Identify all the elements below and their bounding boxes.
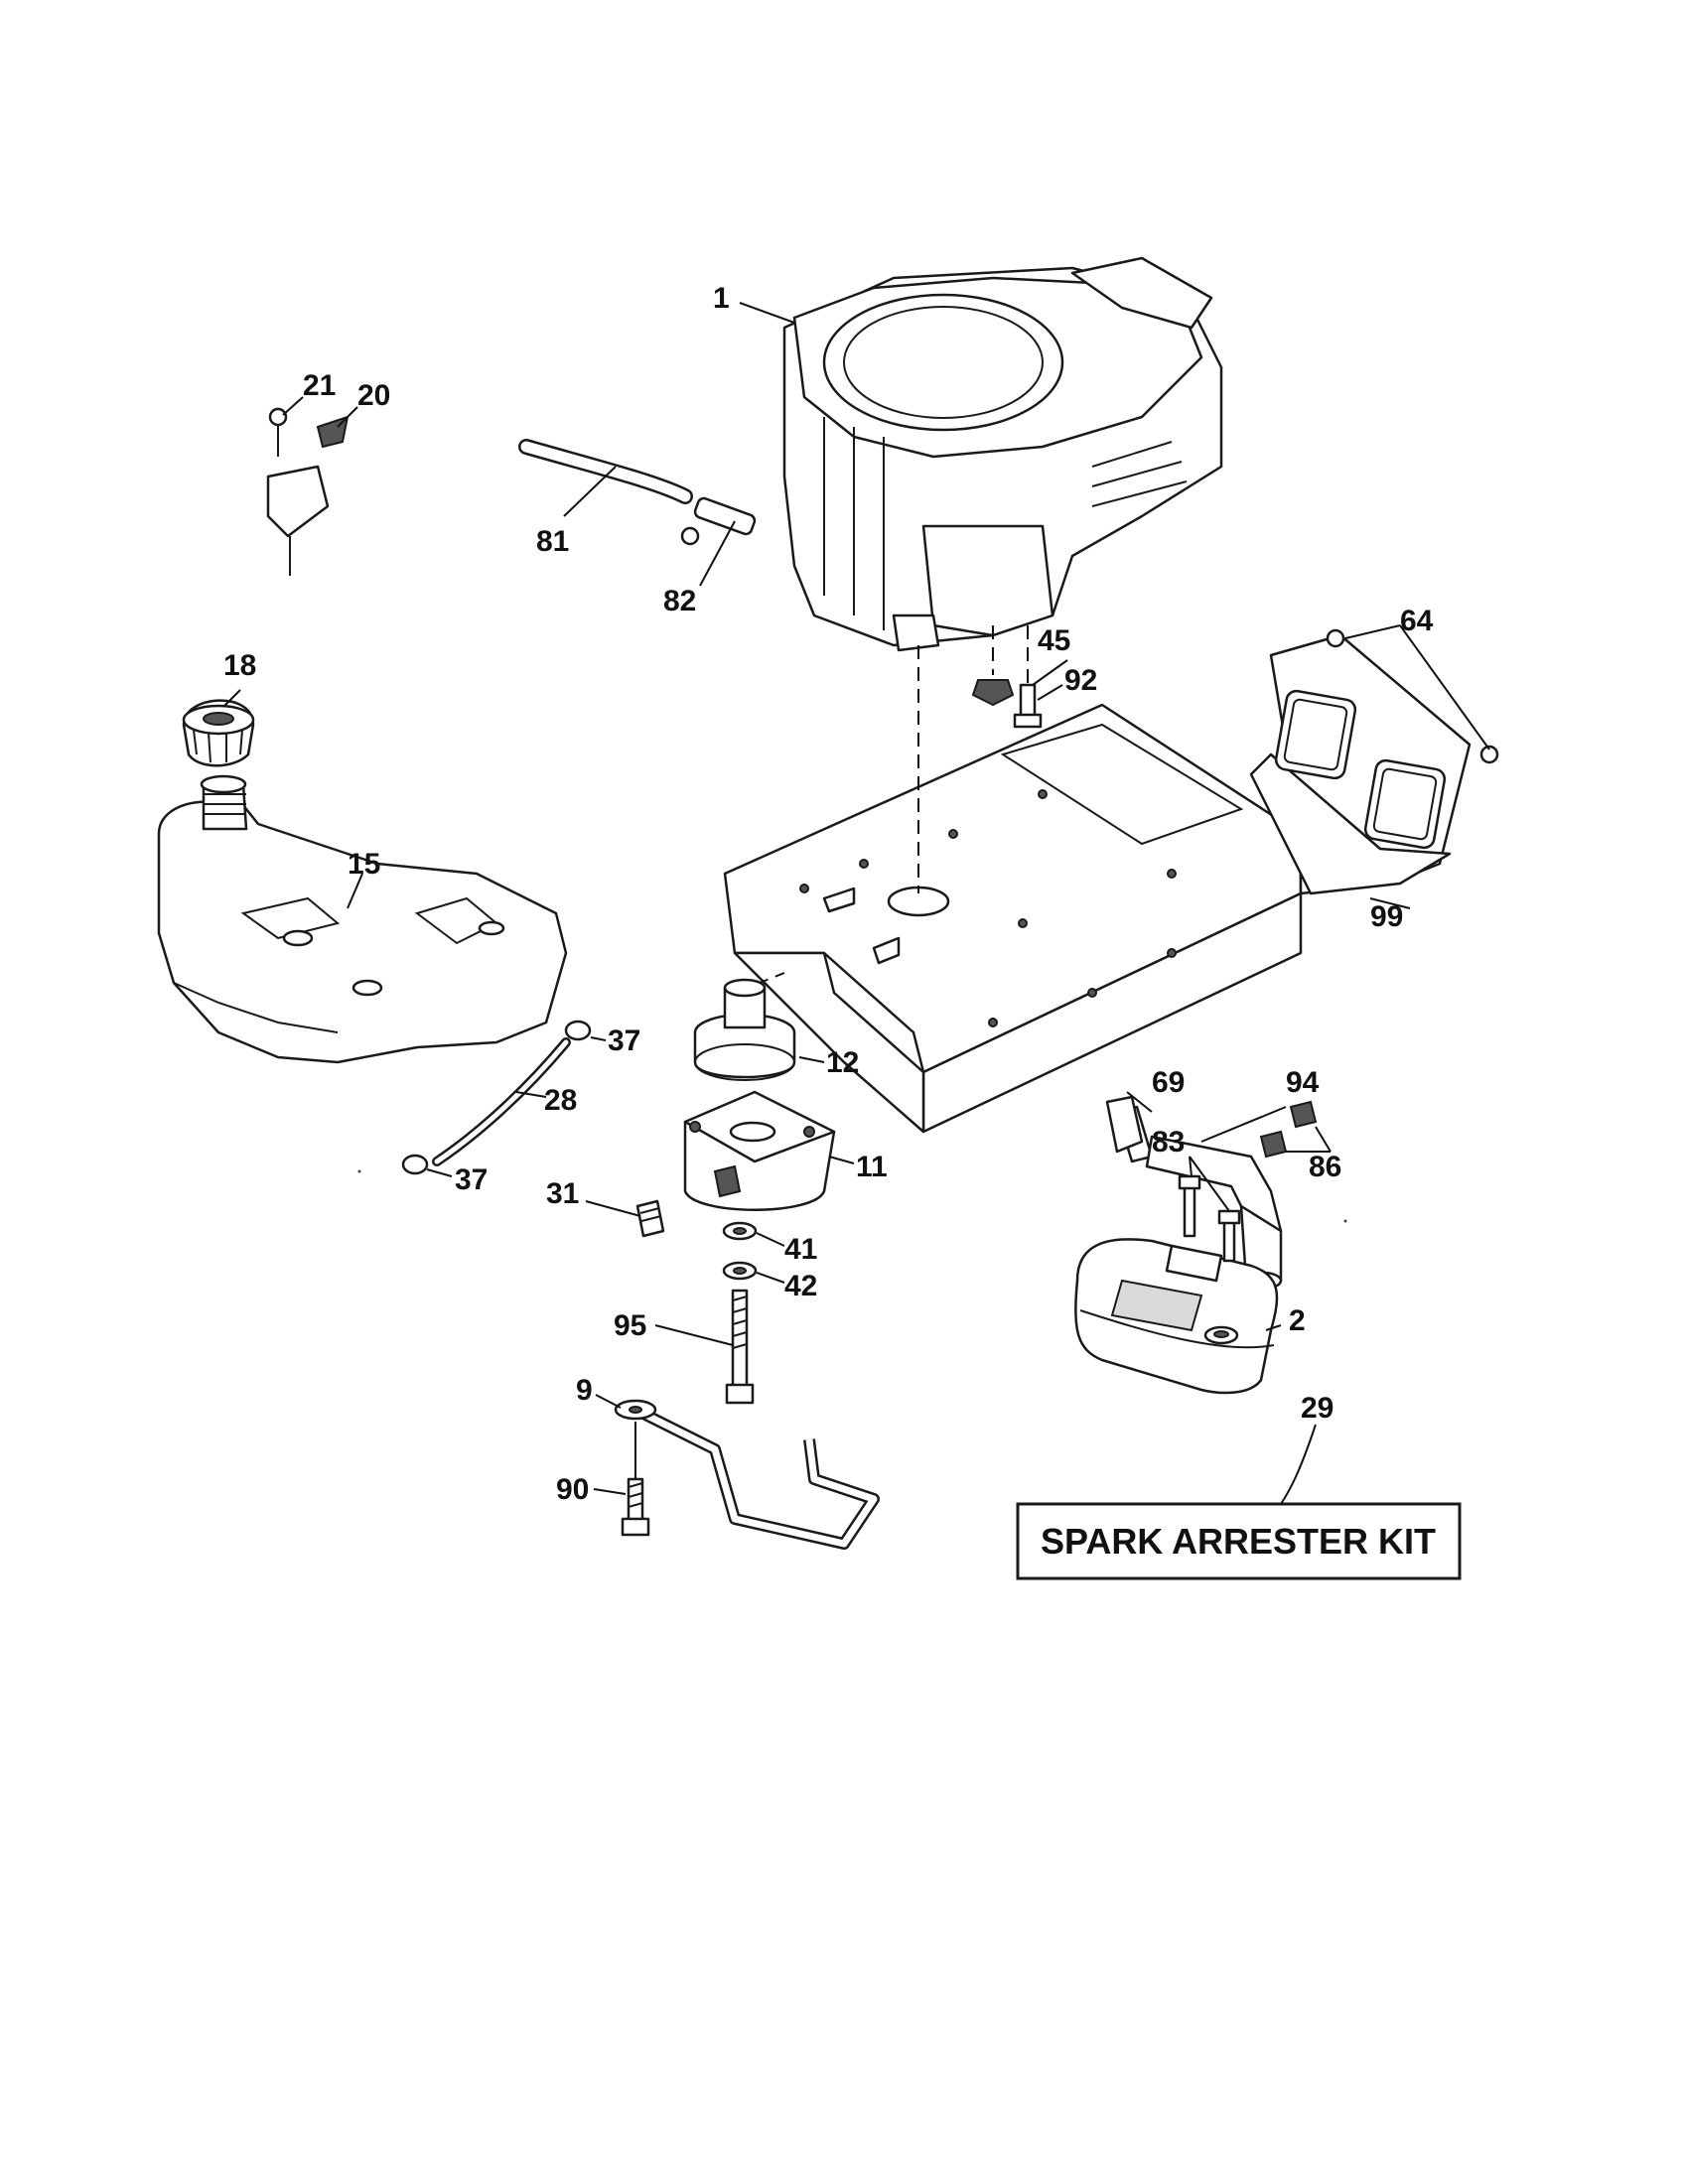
mounting-frame [723, 645, 1303, 1134]
leader-lines [222, 302, 1490, 1505]
callout-94: 94 [1286, 1066, 1320, 1099]
callout-2: 2 [1289, 1304, 1306, 1337]
exhaust-pipe [1105, 1095, 1318, 1291]
callout-15: 15 [348, 848, 380, 881]
electric-clutch [683, 1090, 836, 1211]
callout-29: 29 [1301, 1392, 1333, 1425]
heat-shield [1249, 628, 1499, 895]
callout-64: 64 [1400, 605, 1434, 637]
callout-82: 82 [663, 585, 696, 617]
callout-69: 69 [1152, 1066, 1185, 1099]
engine-hardware [971, 625, 1043, 729]
callout-41: 41 [784, 1233, 817, 1266]
callout-11: 11 [856, 1151, 888, 1183]
fuel-cap [182, 699, 255, 767]
callout-37b: 37 [455, 1163, 488, 1196]
callout-81: 81 [536, 525, 569, 558]
callout-12: 12 [826, 1046, 859, 1079]
engine-bracket [614, 1399, 880, 1550]
callout-20: 20 [357, 379, 390, 412]
fuel-hose [401, 1020, 592, 1175]
clutch-key [635, 1199, 665, 1238]
callout-28: 28 [544, 1084, 577, 1117]
callout-95: 95 [614, 1309, 646, 1342]
throttle-control [266, 407, 350, 576]
callout-21: 21 [303, 369, 336, 402]
callout-37a: 37 [608, 1024, 640, 1057]
fuel-tank [157, 774, 568, 1064]
callout-9: 9 [576, 1374, 593, 1407]
fuel-fitting [680, 496, 757, 546]
callout-45: 45 [1038, 624, 1070, 657]
engine [782, 256, 1223, 652]
callout-1: 1 [713, 282, 730, 315]
callout-99: 99 [1370, 900, 1403, 933]
callout-92: 92 [1064, 664, 1097, 697]
stray-dot [1343, 1219, 1347, 1223]
stray-dot [357, 1169, 361, 1173]
pulley [693, 978, 796, 1081]
callout-90: 90 [556, 1473, 589, 1506]
clutch-hardware [722, 1221, 758, 1405]
callout-labels: 1 21 20 81 82 45 92 64 18 15 99 37 12 69… [223, 282, 1434, 1506]
spark-arrester-kit-box: SPARK ARRESTER KIT [1016, 1502, 1462, 1580]
callout-86: 86 [1309, 1151, 1341, 1183]
callout-18: 18 [223, 649, 256, 682]
fuel-line [518, 439, 693, 504]
callout-31: 31 [546, 1177, 579, 1210]
callout-42: 42 [784, 1270, 817, 1302]
callout-83: 83 [1152, 1126, 1185, 1159]
spark-arrester-kit-label: SPARK ARRESTER KIT [1041, 1521, 1436, 1562]
